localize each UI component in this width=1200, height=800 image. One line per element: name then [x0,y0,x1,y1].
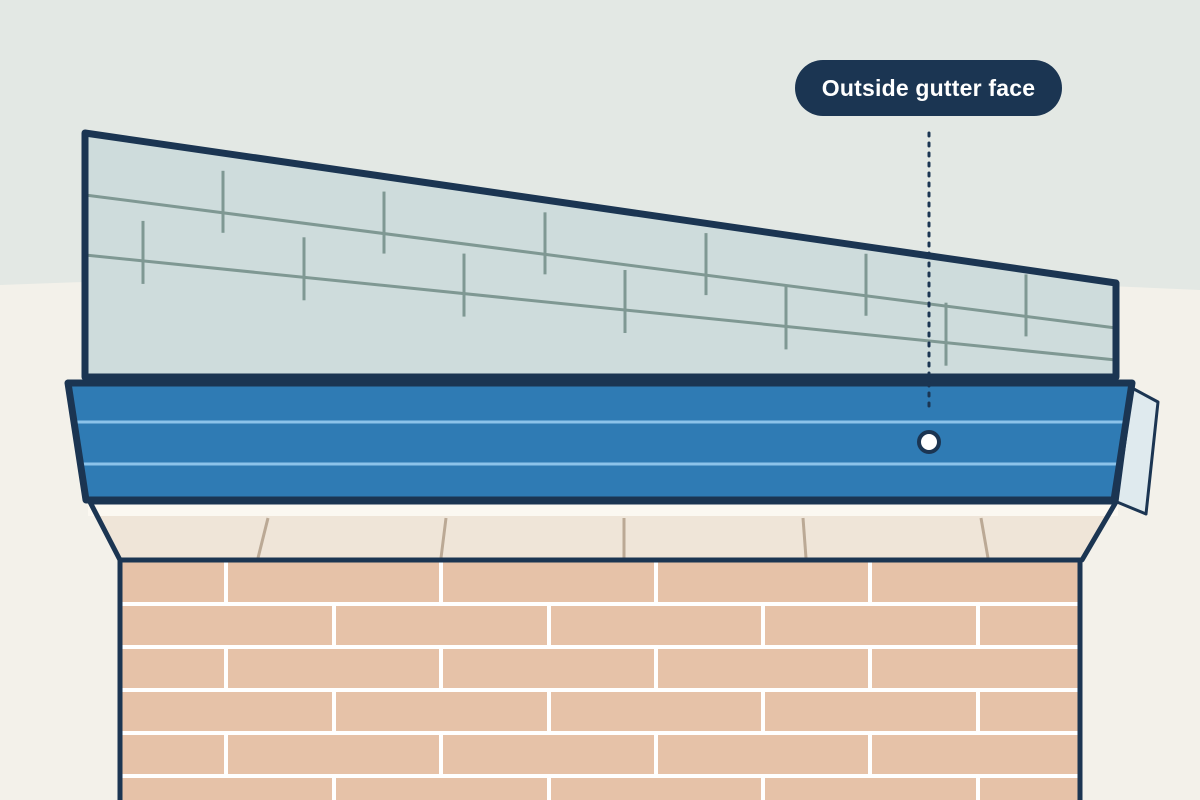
gutter [64,379,1160,516]
roof-seam-line [84,253,1117,362]
roof-panel-outline [81,129,1120,381]
callout-label: Outside gutter face [821,74,1036,101]
brick-wall-body [120,560,1080,800]
gutter-face-marker [917,430,941,454]
soffit-slat-line [979,517,990,559]
brick-wall-outline [117,557,1083,800]
gutter-outline [64,379,1136,504]
roof-panel [81,129,1120,381]
soffit-panel [90,502,1116,560]
soffit-slat-line [256,517,270,559]
gutter-face [68,383,1132,500]
roof-panel-lines [84,170,1117,366]
roof-panel-body [85,133,1116,377]
soffit [87,499,1119,563]
roof-seam-line [84,193,1117,330]
soffit-slat-line [439,517,448,559]
brick-wall [117,557,1083,800]
soffit-lines [256,517,990,559]
mortar-lines [118,562,1082,800]
soffit-slat-line [801,517,808,559]
callout-label-badge: Outside gutter face [795,60,1062,116]
